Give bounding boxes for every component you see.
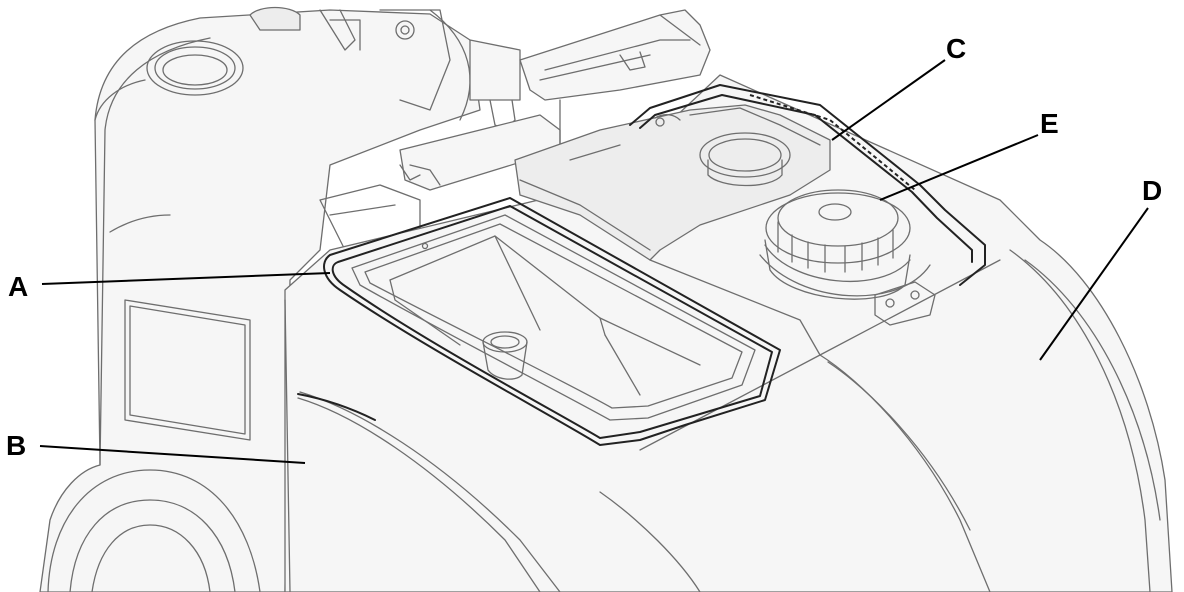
leader-line-e [879, 134, 1039, 201]
callout-label-d: D [1142, 175, 1162, 206]
leader-line-b [39, 445, 306, 464]
filler-funnel [323, 197, 781, 446]
machine-body-left [39, 9, 481, 592]
upper-mechanism [249, 6, 711, 191]
leader-line-a [41, 272, 331, 285]
callout-label-a: A [8, 271, 28, 302]
callout-label-c: C [946, 33, 966, 64]
callout-label-e: E [1040, 108, 1059, 139]
recovery-tank-body [284, 74, 1173, 592]
leader-line-d [1039, 207, 1149, 361]
leader-line-c [831, 59, 946, 141]
lid-and-caps [514, 84, 986, 356]
callout-label-b: B [6, 430, 26, 461]
